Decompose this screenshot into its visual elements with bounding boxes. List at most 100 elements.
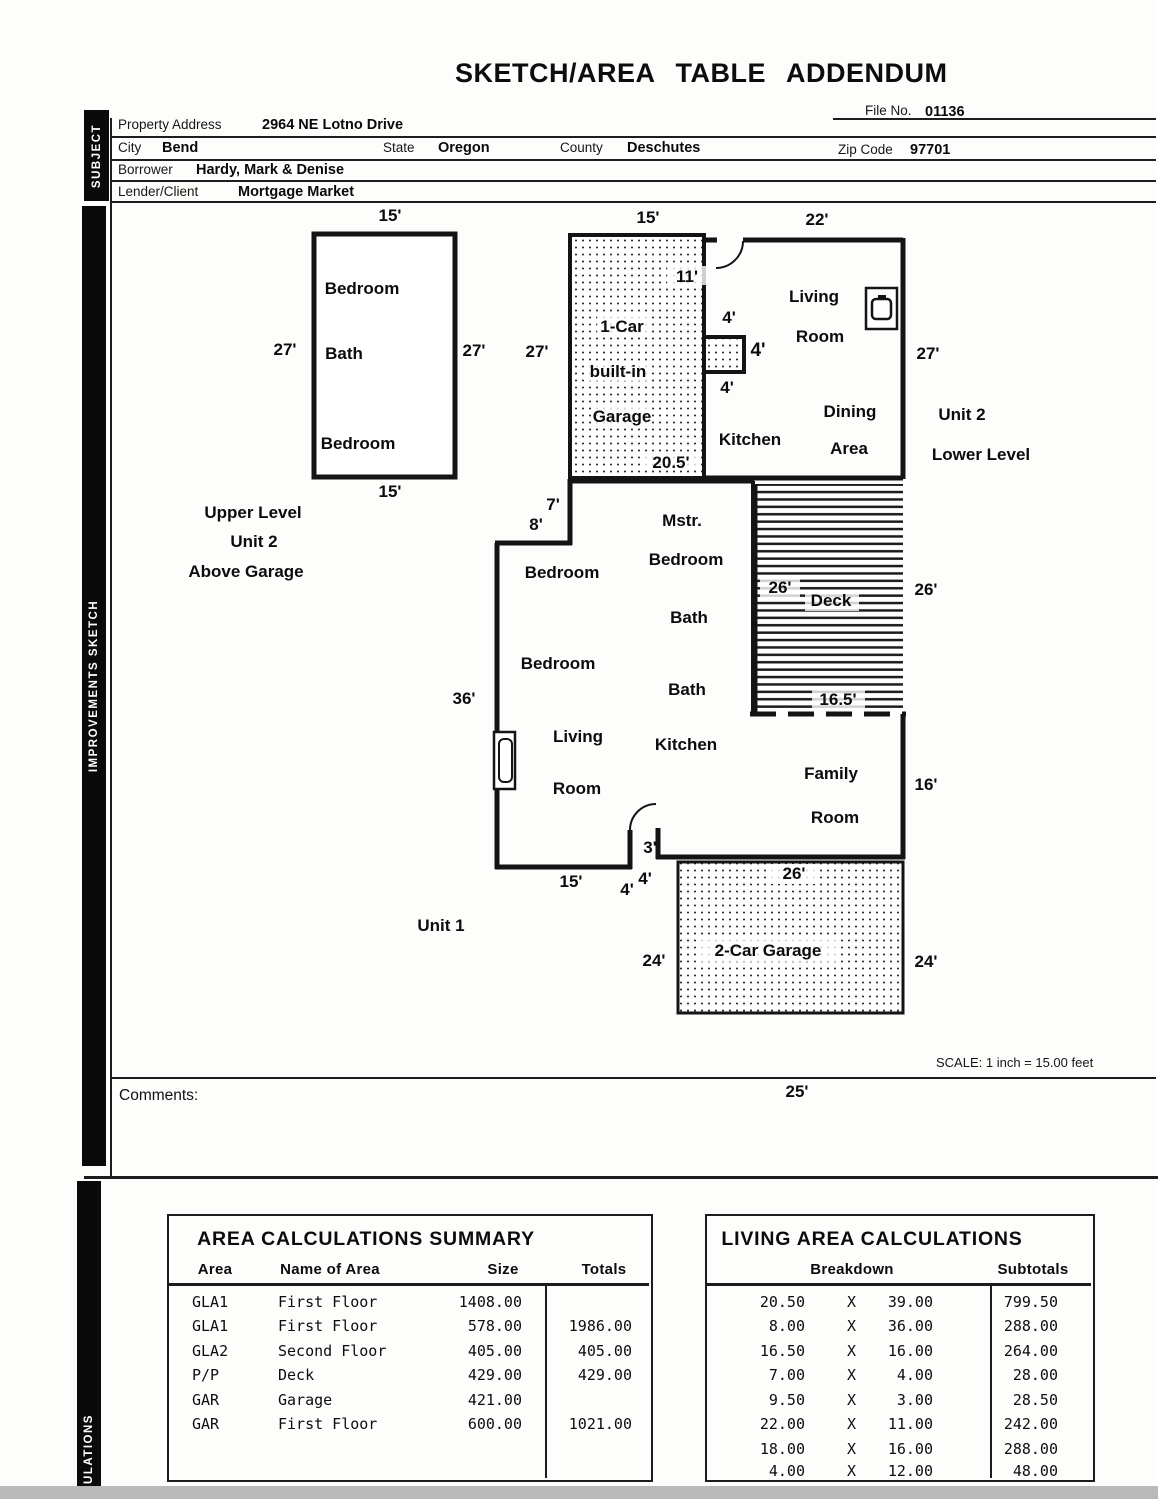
- lender-client-label: Lender/Client: [118, 184, 199, 199]
- table-cell: 421.00: [467, 1391, 522, 1409]
- dim-label: 4': [750, 340, 766, 361]
- table-cell: 39.00: [887, 1293, 933, 1311]
- room-label-living: Living: [552, 727, 604, 746]
- table-cell: 11.00: [887, 1415, 933, 1433]
- garage-notch: [702, 335, 746, 374]
- col-header-breakdown: Breakdown: [810, 1261, 894, 1278]
- room-label-family: Room: [810, 808, 860, 827]
- scan-edge-shadow: [0, 1486, 1158, 1499]
- table-cell: 578.00: [467, 1317, 522, 1335]
- divider: [545, 1283, 547, 1478]
- dim-label: 7': [546, 495, 560, 514]
- table-cell: 3.00: [896, 1391, 933, 1409]
- table-cell: 22.00: [759, 1415, 805, 1433]
- table-cell: X: [847, 1440, 857, 1458]
- dim-label: 15': [559, 872, 583, 891]
- room-label-dining: Dining: [823, 402, 877, 421]
- divider: [111, 1077, 1156, 1079]
- divider: [111, 136, 1156, 138]
- table-cell: 28.50: [1012, 1391, 1058, 1409]
- table-cell: 9.50: [768, 1391, 805, 1409]
- living-area-calc-title: LIVING AREA CALCULATIONS: [721, 1228, 1023, 1250]
- table-cell: 7.00: [768, 1366, 805, 1384]
- table-cell: 600.00: [467, 1415, 522, 1433]
- area-calc-summary-title: AREA CALCULATIONS SUMMARY: [197, 1228, 535, 1250]
- scale-note: SCALE: 1 inch = 15.00 feet: [936, 1055, 1094, 1070]
- table-cell: GLA1: [192, 1293, 229, 1311]
- file-no-label: File No.: [865, 103, 912, 118]
- table-cell: 1408.00: [458, 1293, 522, 1311]
- room-label-family: Family: [804, 764, 858, 783]
- room-label-2car-garage: 2-Car Garage: [714, 941, 822, 960]
- divider: [167, 1283, 649, 1286]
- city-label: City: [118, 140, 142, 155]
- dim-label: 8': [529, 515, 543, 534]
- sidebar-calculations-bar: ULATIONS: [77, 1181, 101, 1499]
- county-value: Deschutes: [627, 140, 701, 156]
- table-cell: Garage: [278, 1391, 333, 1409]
- col-header-totals: Totals: [581, 1261, 627, 1278]
- lender-client-value: Mortgage Market: [238, 184, 355, 200]
- sidebar-calculations-label: ULATIONS: [83, 1414, 95, 1484]
- table-cell: X: [847, 1462, 857, 1480]
- divider: [705, 1283, 1091, 1286]
- dim-label: 27': [273, 340, 297, 359]
- room-label-dining: Area: [830, 439, 868, 458]
- table-cell: 20.50: [759, 1293, 805, 1311]
- caption-unit2-lower: Lower Level: [931, 445, 1031, 464]
- table-cell: 288.00: [1003, 1317, 1058, 1335]
- room-label-living: Living: [788, 287, 840, 306]
- table-cell: X: [847, 1366, 857, 1384]
- dim-label: 27': [462, 341, 486, 360]
- caption-unit2: Unit 2: [230, 532, 278, 551]
- table-cell: X: [847, 1391, 857, 1409]
- room-label-kitchen: Kitchen: [654, 735, 718, 754]
- table-cell: 12.00: [887, 1462, 933, 1480]
- room-label-bedroom: Bedroom: [520, 654, 596, 673]
- area-calc-summary-box: [167, 1214, 653, 1482]
- col-header-name: Name of Area: [280, 1261, 380, 1278]
- county-label: County: [560, 140, 603, 155]
- room-label-bath: Bath: [668, 680, 706, 699]
- borrower-label: Borrower: [118, 162, 173, 177]
- property-address-label: Property Address: [118, 117, 222, 132]
- one-car-garage-fill: [568, 233, 706, 480]
- table-cell: GLA2: [192, 1342, 229, 1360]
- room-label-bedroom: Bedroom: [320, 434, 396, 453]
- dim-label: 27': [525, 342, 549, 361]
- state-value: Oregon: [438, 140, 490, 156]
- dim-label: 15': [636, 208, 660, 227]
- dim-label: 4': [620, 880, 634, 899]
- dim-label: 20.5': [652, 453, 690, 472]
- col-header-subtotals: Subtotals: [997, 1261, 1069, 1278]
- table-cell: First Floor: [278, 1415, 378, 1433]
- table-cell: 8.00: [768, 1317, 805, 1335]
- dim-label: 24': [642, 951, 666, 970]
- table-cell: 405.00: [467, 1342, 522, 1360]
- room-label-garage: Garage: [592, 407, 652, 426]
- upper-unit-outline: [311, 231, 458, 480]
- borrower-value: Hardy, Mark & Denise: [196, 162, 345, 178]
- sidebar-improvements-bar: IMPROVEMENTS SKETCH: [82, 206, 106, 1166]
- room-label-mstr-bedroom: Bedroom: [648, 550, 724, 569]
- table-cell: 288.00: [1003, 1440, 1058, 1458]
- property-address-value: 2964 NE Lotno Drive: [262, 117, 404, 133]
- room-label-bedroom: Bedroom: [524, 563, 600, 582]
- table-cell: GAR: [192, 1415, 220, 1433]
- room-label-living: Room: [795, 327, 845, 346]
- dim-label: 11': [675, 267, 699, 286]
- table-cell: P/P: [192, 1366, 220, 1384]
- dim-label: 26': [782, 864, 806, 883]
- divider: [990, 1283, 992, 1478]
- woodstove-icon: [864, 286, 899, 331]
- dim-label: 22': [805, 210, 829, 229]
- dim-label: 15': [378, 206, 402, 225]
- divider: [84, 1176, 1158, 1179]
- fireplace-icon: [492, 730, 517, 791]
- file-no-value: 01136: [925, 104, 965, 120]
- divider: [111, 180, 1156, 182]
- table-cell: 16.50: [759, 1342, 805, 1360]
- table-cell: 16.00: [887, 1440, 933, 1458]
- table-cell: 1986.00: [568, 1317, 632, 1335]
